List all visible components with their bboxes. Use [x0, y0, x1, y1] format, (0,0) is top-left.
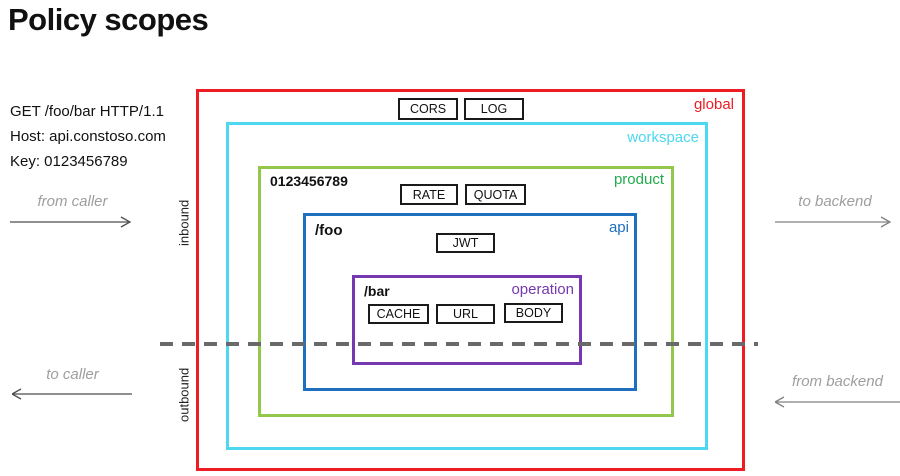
from-backend-arrow: [775, 396, 900, 408]
product-scope-box: product 0123456789: [258, 166, 674, 417]
request-line-method: GET /foo/bar HTTP/1.1: [10, 103, 164, 120]
workspace-scope-label: workspace: [627, 129, 699, 146]
policy-chip-cors: CORS: [398, 98, 458, 120]
operation-scope-box: operation /bar: [352, 275, 582, 365]
page-title: Policy scopes: [8, 2, 209, 37]
api-scope-label: api: [608, 219, 629, 236]
policy-chip-quota: QUOTA: [465, 184, 526, 205]
operation-path-label: /bar: [364, 283, 390, 299]
policy-chip-url: URL: [436, 304, 495, 324]
request-details: GET /foo/bar HTTP/1.1 Host: api.constoso…: [10, 99, 166, 174]
to-backend-label: to backend: [798, 193, 872, 210]
inbound-label: inbound: [176, 199, 192, 247]
global-scope-box: global: [196, 89, 745, 471]
to-caller-arrow: [12, 388, 132, 400]
policy-chip-body: BODY: [504, 303, 563, 323]
outbound-label: outbound: [176, 367, 192, 423]
from-caller-arrow: [10, 216, 132, 228]
global-scope-label: global: [693, 96, 734, 113]
policy-chip-log: LOG: [464, 98, 524, 120]
from-backend-label: from backend: [792, 373, 883, 390]
to-caller-label: to caller: [46, 366, 99, 383]
policy-chip-jwt: JWT: [436, 233, 495, 253]
workspace-scope-box: workspace: [226, 122, 708, 450]
from-caller-label: from caller: [37, 193, 108, 210]
to-backend-arrow: [775, 216, 892, 228]
request-line-key: Key: 0123456789: [10, 153, 128, 170]
product-key-label: 0123456789: [270, 173, 348, 189]
operation-scope-label: operation: [511, 281, 574, 298]
pipeline-divider-dashed-line: [160, 342, 758, 346]
api-path-label: /foo: [315, 222, 343, 239]
policy-chip-cache: CACHE: [368, 304, 429, 324]
api-scope-box: api /foo: [303, 213, 637, 391]
product-scope-label: product: [613, 171, 664, 188]
policy-chip-rate: RATE: [400, 184, 458, 205]
request-line-host: Host: api.constoso.com: [10, 128, 166, 145]
